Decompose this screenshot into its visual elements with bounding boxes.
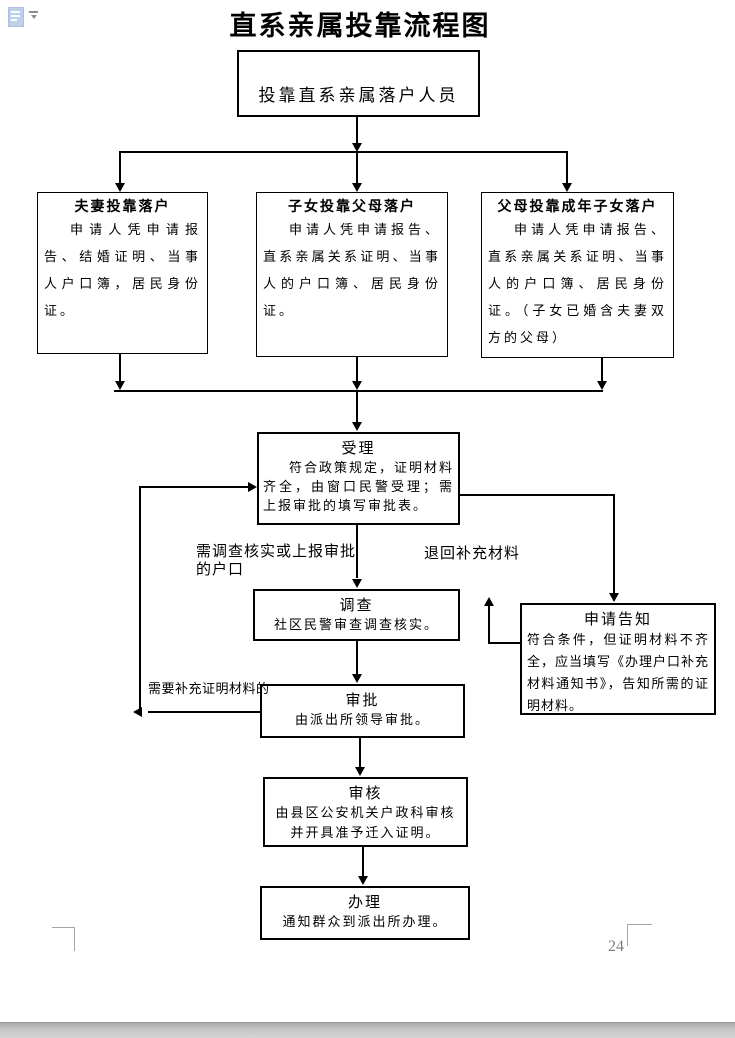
- page-number: 24: [608, 938, 624, 955]
- flow-box-handle-body: 通知群众到派出所办理。: [282, 914, 448, 929]
- connector-loop-top-horizontal: [139, 486, 249, 488]
- page-title: 直系亲属投靠流程图: [229, 11, 491, 41]
- flow-box-investigate-title: 调查: [339, 597, 374, 614]
- flow-box-approve-body: 由派出所领导审批。: [294, 712, 430, 727]
- connector-loop-vertical: [139, 486, 141, 713]
- flow-box-notify: 申请告知 符合条件，但证明材料不齐全，应当填写《办理户口补充材料通知书》，告知所…: [520, 603, 716, 715]
- connector-notify-return-vertical: [488, 606, 490, 644]
- flow-box-investigate-body: 社区民警审查调查核实。: [273, 617, 439, 632]
- flow-box-children-title: 子女投靠父母落户: [288, 198, 416, 214]
- connector-children-down: [356, 357, 358, 381]
- edge-label-need-supplement: 需要补充证明材料的: [148, 681, 270, 696]
- connector-investigate-approve: [356, 641, 358, 674]
- connector-accept-notify-vertical: [613, 494, 615, 594]
- flow-box-accept: 受理 符合政策规定，证明材料齐全，由窗口民警受理；需上报审批的填写审批表。: [257, 432, 460, 525]
- arrowhead-notify-return-up: [484, 597, 494, 606]
- flow-box-investigate: 调查 社区民警审查调查核实。: [253, 589, 460, 641]
- flow-box-parents: 父母投靠成年子女落户 申请人凭申请报告、直系亲属关系证明、当事人的户口簿、居民身…: [481, 192, 674, 358]
- arrowhead-into-notify: [609, 593, 619, 602]
- flow-box-parents-title: 父母投靠成年子女落户: [497, 198, 658, 214]
- flow-box-children-body: 申请人凭申请报告、直系亲属关系证明、当事人的户口簿、居民身份证。: [263, 222, 441, 318]
- connector-accept-notify-horizontal: [460, 494, 615, 496]
- flow-box-review-title: 审核: [348, 785, 383, 802]
- connector-parents-down: [601, 358, 603, 381]
- flow-box-accept-body: 符合政策规定，证明材料齐全，由窗口民警受理；需上报审批的填写审批表。: [263, 460, 455, 513]
- arrowhead-accept-investigate: [352, 579, 362, 588]
- flow-box-spouse: 夫妻投靠落户 申请人凭申请报告、结婚证明、当事人户口簿，居民身份证。: [37, 192, 208, 354]
- connector-approve-review: [359, 738, 361, 767]
- chevron-down-icon[interactable]: [31, 15, 37, 19]
- flow-box-handle: 办理 通知群众到派出所办理。: [260, 886, 470, 940]
- paste-options-button[interactable]: [7, 6, 41, 28]
- chevron-down-icon[interactable]: [29, 11, 38, 13]
- crop-mark-bottom-right: [627, 924, 652, 925]
- arrowhead-into-spouse: [115, 183, 125, 192]
- flow-box-notify-body: 符合条件，但证明材料不齐全，应当填写《办理户口补充材料通知书》，告知所需的证明材…: [527, 632, 710, 713]
- connector-into-parents: [566, 153, 568, 184]
- crop-mark-bottom-left: [74, 927, 75, 951]
- clipboard-paste-icon: [8, 7, 24, 27]
- connector-notify-return-horizontal: [488, 642, 520, 644]
- flow-box-approve-title: 审批: [345, 692, 380, 709]
- flow-box-children: 子女投靠父母落户 申请人凭申请报告、直系亲属关系证明、当事人的户口簿、居民身份证…: [256, 192, 448, 357]
- flow-box-review: 审核 由县区公安机关户政科审核并开具准予迁入证明。: [263, 777, 468, 847]
- flow-box-accept-title: 受理: [341, 440, 376, 457]
- connector-accept-investigate: [356, 525, 358, 578]
- flow-box-spouse-body: 申请人凭申请报告、结婚证明、当事人户口簿，居民身份证。: [44, 222, 201, 318]
- arrowhead-start-down: [352, 143, 362, 152]
- collector-line-bottom: [114, 390, 603, 392]
- flow-box-notify-title: 申请告知: [583, 611, 652, 628]
- arrowhead-into-children: [352, 183, 362, 192]
- collector-line-top: [119, 151, 568, 153]
- flow-box-approve: 审批 由派出所领导审批。: [260, 684, 465, 738]
- flow-box-start: 投靠直系亲属落户人员: [237, 50, 480, 117]
- flow-box-start-label: 投靠直系亲属落户人员: [258, 86, 459, 105]
- arrowhead-into-parents: [562, 183, 572, 192]
- connector-into-spouse: [119, 153, 121, 184]
- connector-loop-bottom-horizontal: [148, 711, 260, 713]
- connector-spouse-down: [119, 354, 121, 381]
- crop-mark-bottom-right: [627, 924, 628, 946]
- flow-box-handle-title: 办理: [347, 894, 382, 911]
- flow-box-spouse-title: 夫妻投靠落户: [74, 198, 171, 214]
- arrowhead-to-accept: [352, 422, 362, 431]
- crop-mark-bottom-left: [52, 927, 75, 928]
- arrowhead-children-down: [352, 381, 362, 390]
- connector-review-handle: [362, 847, 364, 876]
- flow-box-parents-body: 申请人凭申请报告、直系亲属关系证明、当事人的户口簿、居民身份证。（子女已婚含夫妻…: [488, 222, 667, 345]
- page-bottom-margin: [0, 1022, 735, 1038]
- arrowhead-parents-down: [597, 381, 607, 390]
- connector-into-children: [356, 153, 358, 184]
- arrowhead-spouse-down: [115, 381, 125, 390]
- flow-box-review-body: 由县区公安机关户政科审核并开具准予迁入证明。: [275, 805, 456, 840]
- edge-label-to-investigate: 需调查核实或上报审批的户口: [196, 543, 357, 578]
- arrowhead-review-handle: [358, 876, 368, 885]
- arrowhead-loop-left: [133, 707, 142, 717]
- edge-label-return-supplement: 退回补充材料: [424, 545, 521, 562]
- connector-start-down: [356, 117, 358, 144]
- arrowhead-approve-review: [355, 767, 365, 776]
- arrowhead-into-accept-left: [248, 482, 257, 492]
- connector-to-accept: [356, 392, 358, 422]
- arrowhead-investigate-approve: [352, 674, 362, 683]
